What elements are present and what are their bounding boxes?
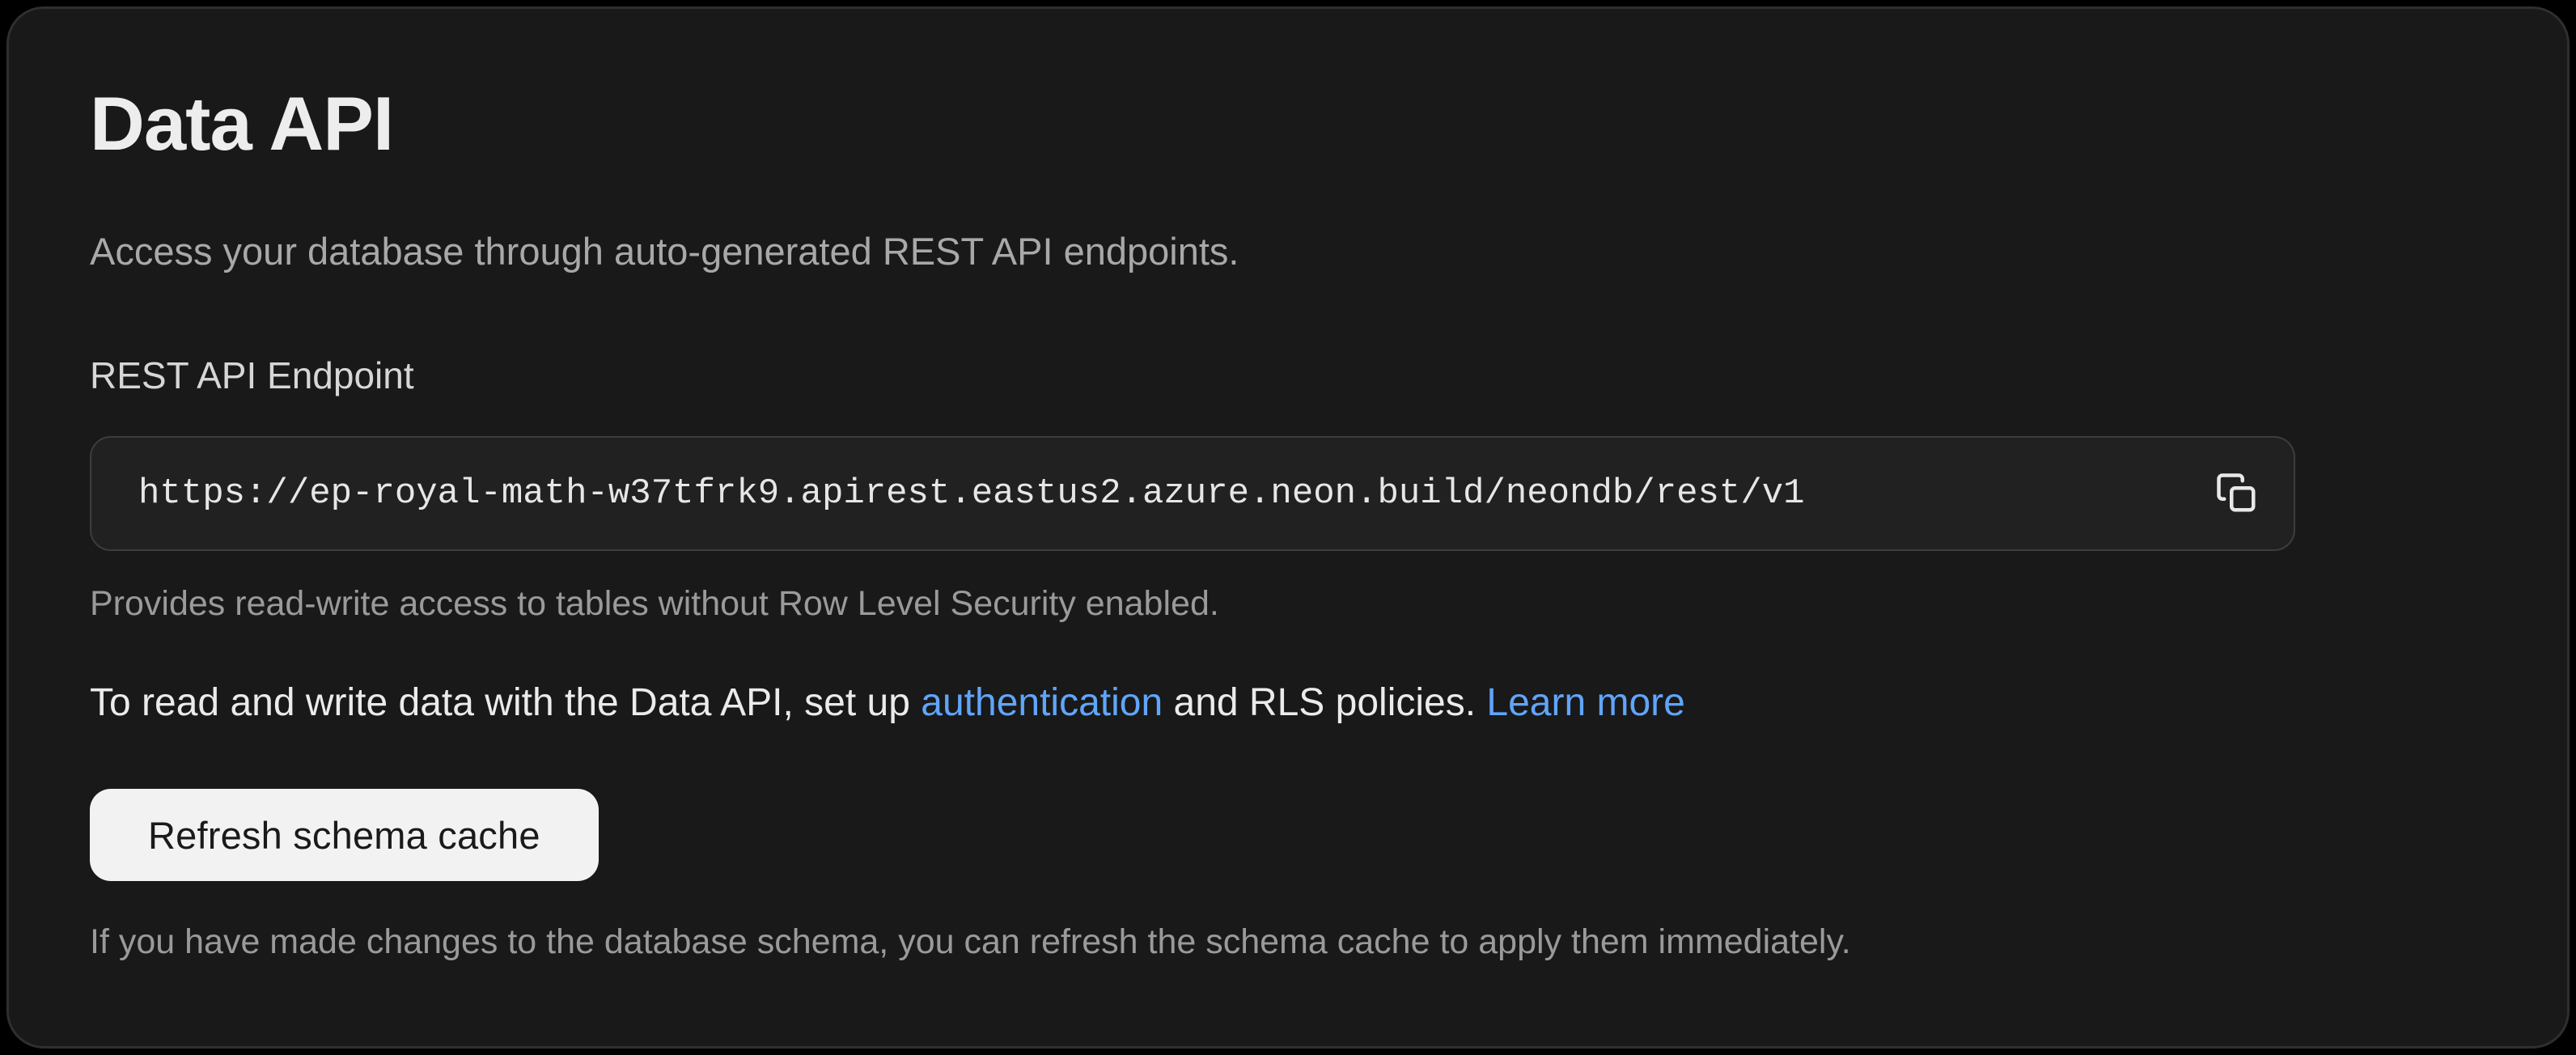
page-title: Data API	[90, 81, 394, 166]
rls-note-text-1: To read and write data with the Data API…	[90, 680, 922, 724]
copy-endpoint-button[interactable]	[2203, 460, 2271, 528]
learn-more-link[interactable]: Learn more	[1486, 680, 1685, 724]
endpoint-url-value[interactable]: https://ep-royal-math-w37tfrk9.apirest.e…	[138, 472, 1805, 514]
rest-api-endpoint-field[interactable]: https://ep-royal-math-w37tfrk9.apirest.e…	[90, 435, 2295, 551]
rls-note-text-2: and RLS policies.	[1163, 680, 1487, 724]
copy-icon	[2215, 472, 2259, 515]
rest-api-endpoint-label: REST API Endpoint	[90, 354, 414, 396]
refresh-helper-text: If you have made changes to the database…	[90, 922, 1851, 962]
endpoint-helper-text: Provides read-write access to tables wit…	[90, 583, 1219, 623]
authentication-link[interactable]: authentication	[921, 680, 1163, 724]
refresh-schema-cache-button[interactable]: Refresh schema cache	[90, 789, 599, 882]
panel-description: Access your database through auto-genera…	[90, 229, 1239, 273]
data-api-panel: Data API Access your database through au…	[6, 6, 2570, 1049]
rls-note: To read and write data with the Data API…	[90, 677, 2486, 730]
